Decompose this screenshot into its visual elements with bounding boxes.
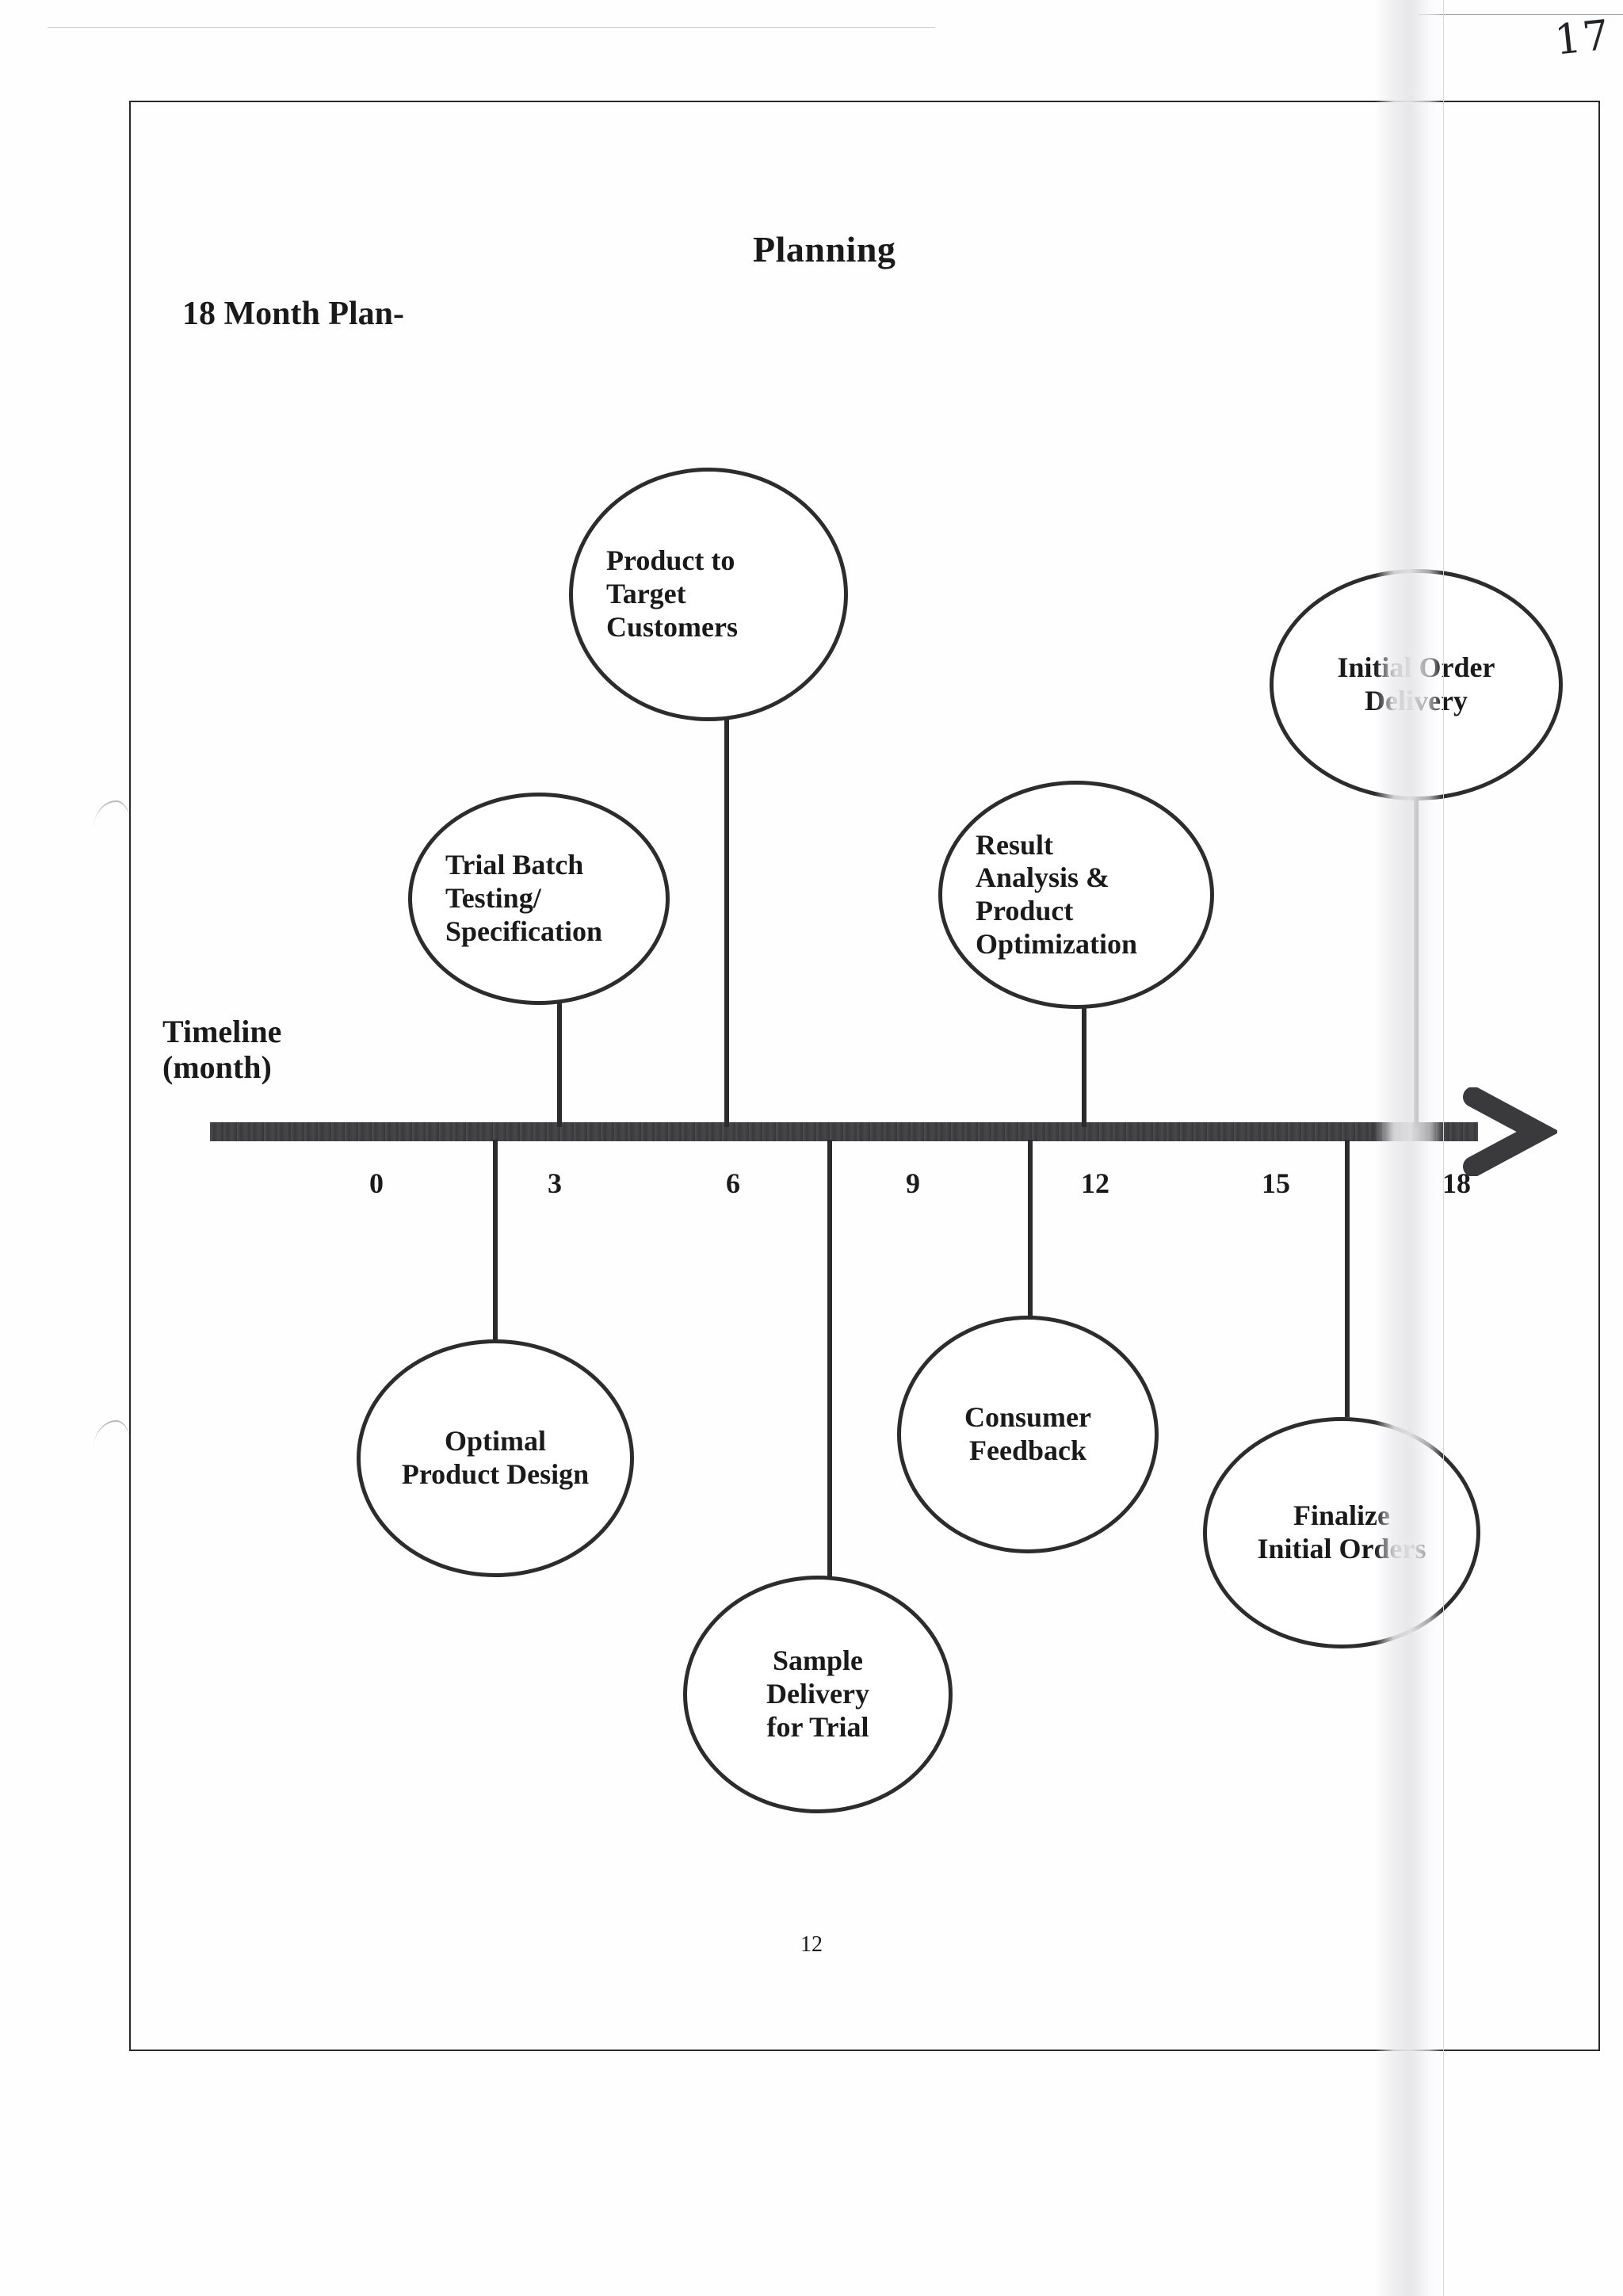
- milestone-finalize-initial-orders-label: Finalize Initial Orders: [1257, 1499, 1426, 1564]
- tick-label-15: 15: [1262, 1167, 1290, 1199]
- connector-initial-order-delivery: [1414, 793, 1419, 1127]
- axis-title-line1: Timeline: [162, 1014, 282, 1049]
- milestone-sample-delivery-for-trial[interactable]: Sample Delivery for Trial: [683, 1576, 953, 1813]
- connector-result-analysis: [1082, 999, 1086, 1127]
- connector-trial-batch: [557, 1000, 562, 1127]
- page-number: 12: [800, 1932, 823, 1957]
- plan-subtitle: 18 Month Plan-: [182, 296, 405, 332]
- milestone-product-to-target-customers-label: Product to Target Customers: [606, 544, 738, 643]
- milestone-finalize-initial-orders[interactable]: Finalize Initial Orders: [1203, 1417, 1480, 1648]
- tick-label-12: 12: [1081, 1167, 1109, 1199]
- page-border: [129, 101, 1600, 2051]
- milestone-initial-order-delivery[interactable]: Initial Order Delivery: [1270, 569, 1563, 800]
- milestone-consumer-feedback-label: Consumer Feedback: [964, 1401, 1091, 1466]
- milestone-product-to-target-customers[interactable]: Product to Target Customers: [569, 468, 848, 721]
- tick-label-3: 3: [548, 1167, 562, 1199]
- scan-edge-nick-upper: [94, 800, 132, 829]
- tick-label-18: 18: [1442, 1167, 1471, 1199]
- tick-label-9: 9: [906, 1167, 920, 1199]
- scan-edge-rule-left: [48, 27, 935, 28]
- connector-consumer-feedback: [1028, 1140, 1033, 1324]
- page-title: Planning: [753, 229, 896, 269]
- timeline-axis-bar: [210, 1122, 1478, 1141]
- axis-title: Timeline(month): [162, 1014, 281, 1086]
- milestone-optimal-product-design[interactable]: Optimal Product Design: [357, 1339, 634, 1577]
- milestone-result-analysis-optimization-label: Result Analysis & Product Optimization: [976, 828, 1137, 960]
- milestone-initial-order-delivery-label: Initial Order Delivery: [1337, 651, 1495, 716]
- axis-title-line2: (month): [162, 1049, 272, 1085]
- connector-optimal-product-design: [493, 1140, 498, 1346]
- connector-finalize-initial-orders: [1345, 1140, 1350, 1417]
- milestone-sample-delivery-for-trial-label: Sample Delivery for Trial: [766, 1645, 869, 1743]
- connector-product-to-target: [724, 713, 729, 1127]
- milestone-result-analysis-optimization[interactable]: Result Analysis & Product Optimization: [938, 781, 1214, 1009]
- tick-label-6: 6: [726, 1167, 740, 1199]
- milestone-trial-batch-testing-label: Trial Batch Testing/ Specification: [445, 849, 602, 947]
- scan-edge-rule-right: [1419, 14, 1623, 15]
- milestone-trial-batch-testing[interactable]: Trial Batch Testing/ Specification: [408, 793, 670, 1005]
- scan-edge-nick-lower: [94, 1420, 132, 1449]
- connector-sample-delivery: [827, 1140, 832, 1584]
- handwritten-page-mark: 17: [1552, 11, 1613, 65]
- timeline-arrow-icon: [1463, 1087, 1557, 1176]
- tick-label-0: 0: [369, 1167, 384, 1199]
- milestone-optimal-product-design-label: Optimal Product Design: [401, 1425, 590, 1490]
- milestone-consumer-feedback[interactable]: Consumer Feedback: [897, 1316, 1159, 1553]
